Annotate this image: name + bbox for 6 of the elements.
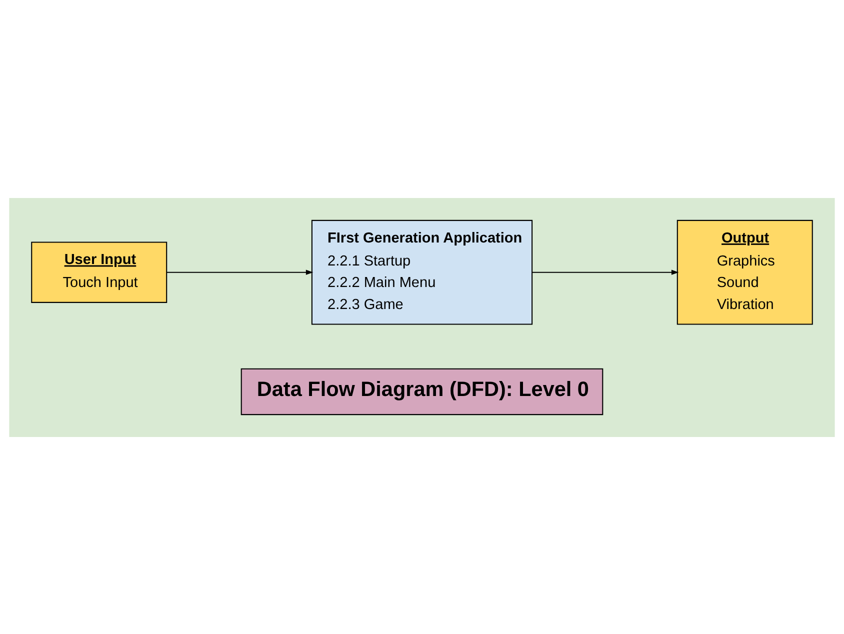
node-box: Output Graphics Sound Vibration (676, 219, 813, 324)
arrow (532, 269, 679, 274)
node-box: User Input Touch Input (31, 241, 168, 302)
node-box: FIrst Generation Application 2.2.1 Startup 2.2.2 Main Menu 2.2.3 Game (311, 219, 533, 324)
arrow (166, 269, 314, 274)
node-box: Data Flow Diagram (DFD): Level 0 (240, 368, 604, 415)
